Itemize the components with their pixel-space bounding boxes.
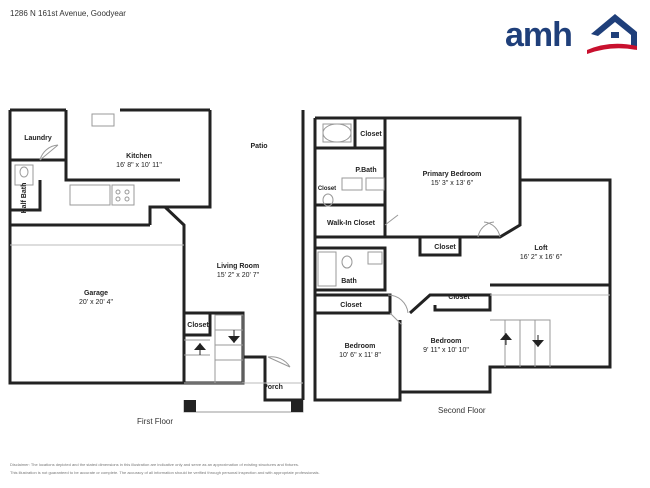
room-loft: Loft [534, 245, 548, 252]
room-kitchen: Kitchen [126, 153, 152, 160]
first-floor-walls [8, 108, 305, 402]
room-living-room: Living Room [217, 263, 259, 270]
room-walkin-closet: Walk-In Closet [327, 220, 376, 227]
room-porch: Porch [263, 384, 283, 391]
stair-arrow-stems [199, 330, 539, 355]
room-bedroom-1: Bedroom [345, 343, 376, 350]
room-patio: Patio [250, 143, 267, 150]
logo-text: amh [505, 16, 573, 54]
room-laundry: Laundry [24, 135, 52, 142]
room-garage: Garage [84, 290, 108, 297]
room-closet-mid: Closet [434, 244, 456, 251]
room-bedroom-2-dims: 9' 11" x 10' 10" [423, 347, 469, 354]
room-bedroom-2: Bedroom [431, 338, 462, 345]
second-floor-label: Second Floor [438, 406, 486, 415]
room-living-room-dims: 15' 2" x 20' 7" [217, 272, 260, 279]
disclaimer-line-2: This illustration is not guaranteed to b… [10, 470, 320, 475]
room-bedroom-1-dims: 10' 6" x 11' 8" [339, 352, 381, 359]
room-garage-dims: 20' x 20' 4" [79, 299, 113, 306]
room-closet-small: Closet [318, 186, 336, 192]
room-primary-bedroom-dims: 15' 3" x 13' 6" [431, 180, 474, 187]
disclaimer-line-1: Disclaimer: The locations depicted and t… [10, 462, 299, 467]
room-closet-bed2: Closet [448, 294, 470, 301]
second-floor-walls [313, 116, 612, 402]
room-pbath: P.Bath [355, 167, 376, 174]
first-floor-label: First Floor [137, 417, 173, 426]
room-kitchen-dims: 16' 8" x 10' 11" [116, 162, 162, 169]
room-bath: Bath [341, 278, 357, 285]
property-address: 1286 N 161st Avenue, Goodyear [10, 9, 126, 18]
room-closet-bed1: Closet [340, 302, 362, 309]
first-floor-posts [184, 400, 303, 412]
amh-logo: amh [505, 10, 640, 54]
room-half-bath: Half Bath [21, 183, 28, 214]
second-floor-details [317, 123, 610, 367]
room-primary-bedroom: Primary Bedroom [423, 171, 482, 178]
room-closet-top: Closet [360, 131, 382, 138]
room-closet: Closet [187, 322, 209, 329]
second-floor-labels: Closet P.Bath Closet Primary Bedroom 15'… [318, 131, 563, 359]
house-roof-icon [587, 14, 637, 54]
first-floor-details [10, 113, 304, 413]
room-loft-dims: 16' 2" x 16' 6" [520, 254, 563, 261]
first-floor-labels: Laundry Kitchen 16' 8" x 10' 11" Patio H… [21, 135, 283, 391]
